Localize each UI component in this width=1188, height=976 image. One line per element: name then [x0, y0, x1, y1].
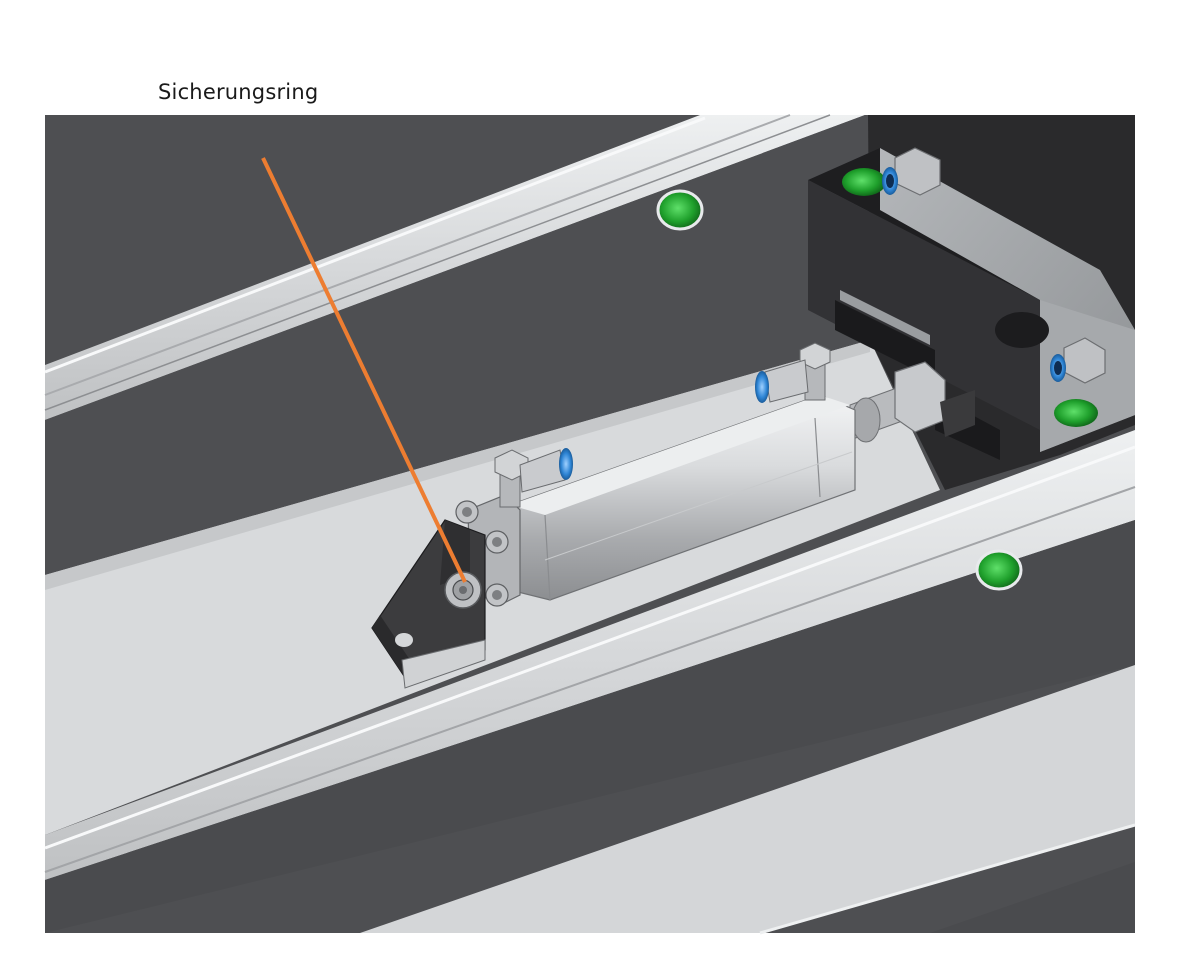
cylinder-fitting-rear [494, 448, 573, 508]
rail-green-hole-lower [975, 549, 1023, 591]
block-green-hole-top [842, 168, 886, 196]
callout-leader-line [261, 157, 467, 583]
bottom-floor [360, 665, 1135, 933]
rod-end [894, 361, 946, 433]
near-rail-wall [45, 520, 1135, 933]
retaining-ring [444, 571, 482, 609]
callout-label: Sicherungsring [158, 80, 319, 104]
pneumatic-cylinder [455, 361, 975, 607]
cylinder-fitting-front [755, 342, 831, 403]
block-fitting-top [882, 147, 941, 196]
block-fitting-bottom [1050, 337, 1106, 384]
bore-hole [995, 312, 1049, 348]
far-rail-wall [45, 115, 870, 575]
block-green-hole-bottom [1054, 399, 1098, 427]
rail-green-hole-upper [656, 189, 704, 231]
near-rail-top [45, 430, 1135, 880]
